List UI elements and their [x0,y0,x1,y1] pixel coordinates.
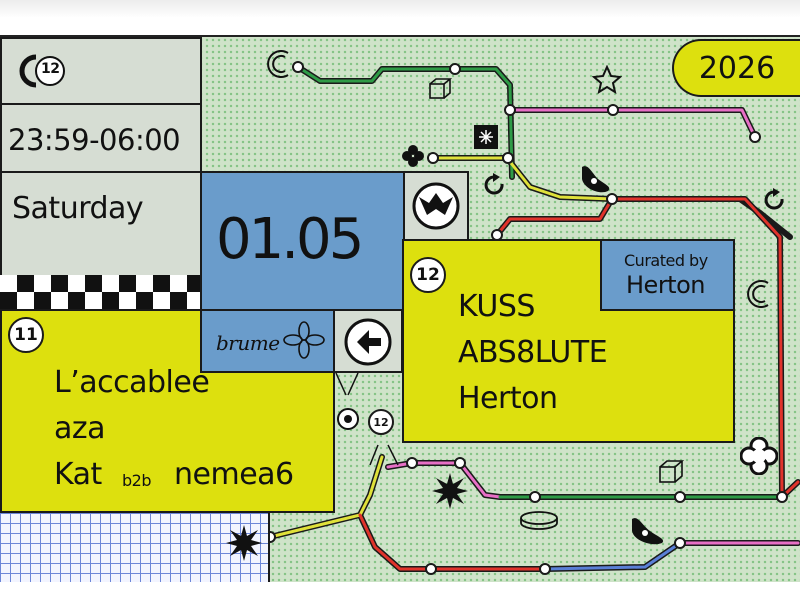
cube-icon-2 [659,460,684,483]
arrow-loop-icon-2 [764,188,784,210]
top-margin [0,0,800,18]
starburst-icon-2 [226,525,262,561]
flower-outline-icon [283,321,325,359]
map-marker-number: 12 [368,409,394,435]
curated-by-label: Curated by [624,251,708,270]
date-cell: 01.05 [200,171,405,311]
brand-cell: brume [200,309,335,373]
logo-number: 12 [41,61,60,77]
event-day: Saturday [12,191,144,226]
transit-map [245,61,800,575]
event-poster: 12 23:59-06:00 Saturday 01.05 11 L’accab… [0,35,800,589]
starburst-icon [432,473,468,509]
room-2-artist-3: Herton [458,381,558,416]
room-2-artist-1: KUSS [458,289,535,324]
map-arrows-icon [335,372,399,466]
room-1-artist-4: nemea6 [174,457,294,492]
flower-outline-icon-2 [740,437,778,475]
curator-name: Herton [626,271,705,299]
grid-block [0,511,270,589]
room-1-number: 11 [8,317,44,353]
c-logo-icon-2 [747,280,769,308]
room-2-panel: 12 KUSS ABS8LUTE Herton [402,239,735,443]
event-year: 2026 [672,39,800,97]
logo-cell: 12 [0,37,202,105]
droplet-blob-icon [582,166,610,193]
b2b-connector: b2b [122,471,152,490]
cube-icon [429,78,452,99]
flower-icon [402,145,424,167]
room-2-artist-2: ABS8LUTE [458,335,608,370]
star-icon [592,65,622,95]
ring-icon [520,511,558,530]
arrow-loop-icon [484,173,504,195]
c12-logo-icon [19,54,65,88]
event-time: 23:59-06:00 [8,123,181,157]
brand-name: brume [216,331,280,355]
time-cell: 23:59-06:00 [0,103,202,173]
chevron-icon-cell [333,309,403,373]
room-1-artist-1: L’accablee [54,365,210,400]
room-1-artist-2: aza [54,411,106,446]
bottom-margin [0,582,800,600]
fan-icon-cell [403,171,469,241]
event-date: 01.05 [216,207,364,272]
c-logo-icon [267,50,289,78]
room-1-artist-3: Kat [54,457,102,492]
room-2-number: 12 [410,257,446,293]
curator-cell: Curated by Herton [600,239,735,311]
chevron-arrow-icon [344,318,392,366]
day-cell: Saturday [0,171,202,277]
fan-arrow-icon [412,182,460,230]
sparkle-icon [474,125,498,149]
droplet-blob-icon-2 [632,518,664,545]
